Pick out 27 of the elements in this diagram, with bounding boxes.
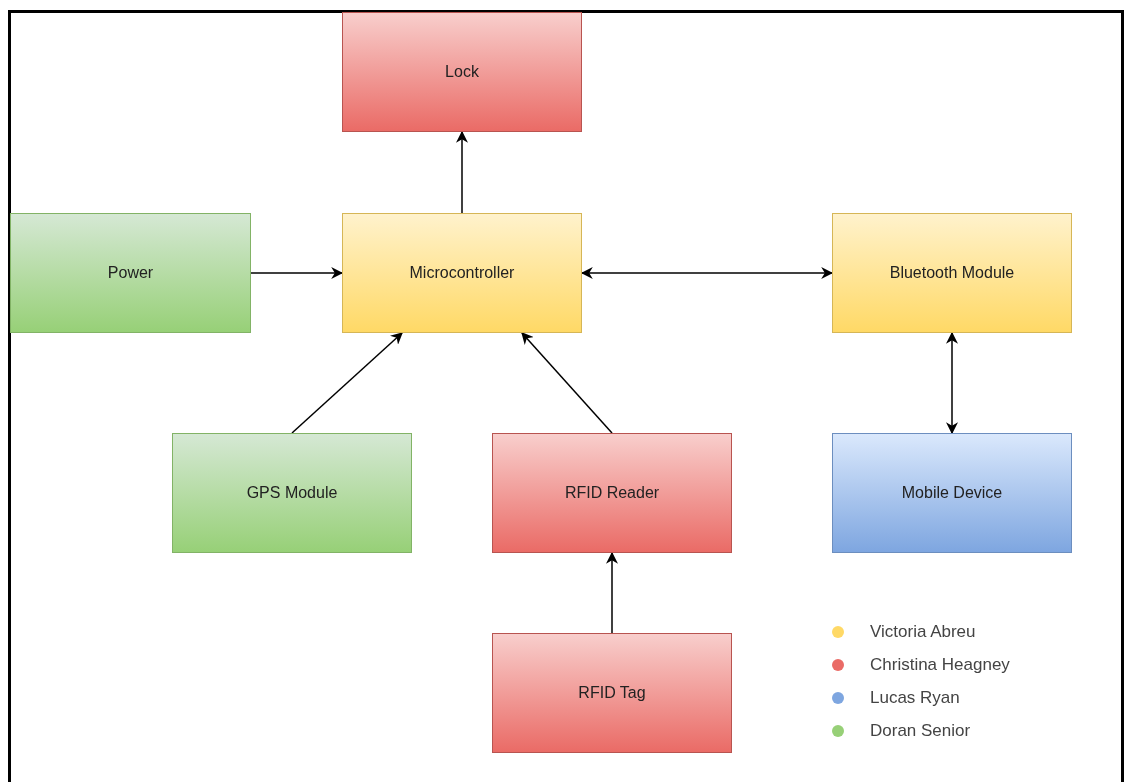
component-box: [832, 433, 1072, 553]
component-box: [832, 213, 1072, 333]
arrow: [606, 551, 618, 634]
arrow: [456, 130, 468, 214]
legend-label: Victoria Abreu: [870, 622, 976, 642]
component-label: Lock: [444, 63, 480, 81]
component-label: Mobile Device: [900, 484, 1004, 502]
arrow: [291, 332, 403, 434]
component-box: [342, 12, 582, 132]
arrow: [250, 267, 344, 279]
component-label: RFID Reader: [563, 484, 661, 502]
arrow: [521, 332, 613, 434]
component-label: GPS Module: [245, 484, 339, 502]
component-label: Bluetooth Module: [888, 264, 1016, 282]
component-label: Microcontroller: [408, 264, 516, 282]
legend-label: Doran Senior: [870, 721, 971, 741]
component-box: [342, 213, 582, 333]
component-box: [172, 433, 412, 553]
component-label: RFID Tag: [577, 684, 647, 702]
component-box: [492, 633, 732, 753]
arrow: [946, 331, 958, 435]
component-box: [10, 213, 251, 333]
component-box: [492, 433, 732, 553]
component-label: Power: [106, 264, 155, 282]
legend-label: Lucas Ryan: [870, 688, 960, 708]
arrow: [580, 267, 834, 279]
legend-label: Christina Heagney: [870, 655, 1010, 675]
